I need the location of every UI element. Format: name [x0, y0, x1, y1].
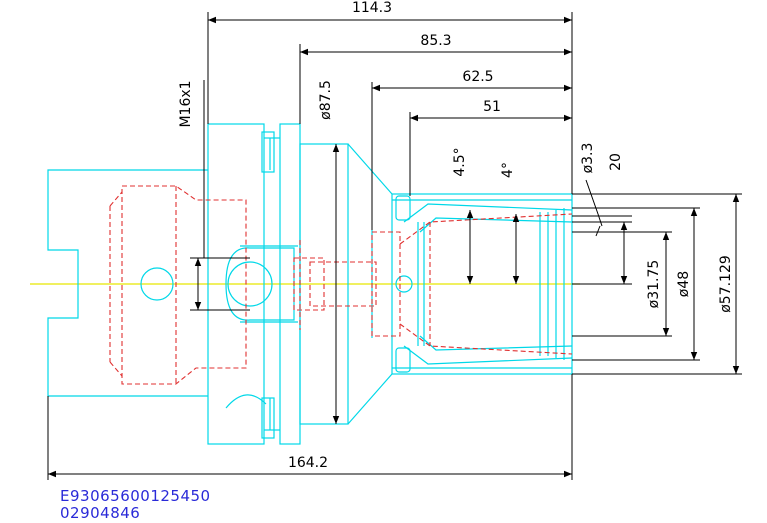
dimension-labels: 114.3 85.3 62.5 51 164.2 M16x1 ø87.5 4.5… [178, 0, 734, 471]
order-number: 02904846 [60, 504, 141, 522]
dim-nose-diameter: ø48 [676, 271, 692, 297]
dim-bore-diameter: ø31.75 [646, 260, 662, 309]
dim-length-b: 85.3 [420, 33, 451, 49]
dim-overall-length: 164.2 [288, 455, 328, 471]
dim-outer-diameter: ø57.129 [718, 255, 734, 313]
dim-length-c: 62.5 [462, 69, 493, 85]
dim-angle-outer: 4.5° [452, 147, 468, 176]
dim-small-diameter: ø3.3 [580, 143, 596, 174]
dim-length-a: 114.3 [352, 0, 392, 16]
hidden-lines [109, 185, 573, 385]
dim-length-d: 51 [483, 99, 501, 115]
dimension-lines [47, 12, 742, 480]
dim-angle-inner: 4° [500, 162, 516, 178]
dim-thread: M16x1 [178, 80, 194, 127]
dim-flange-diameter: ø87.5 [318, 80, 334, 120]
part-number: E93065600125450 [60, 487, 211, 505]
dim-offset: 20 [608, 153, 624, 171]
